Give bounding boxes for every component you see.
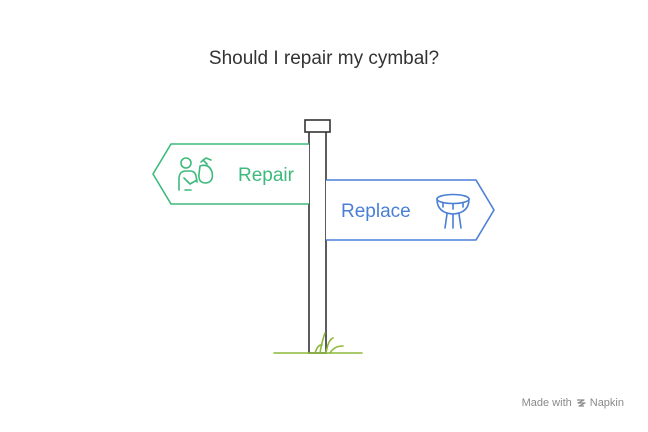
sign-repair: Repair <box>152 143 309 205</box>
sign-replace-label: Replace <box>341 201 411 222</box>
sign-repair-label: Repair <box>238 165 295 186</box>
watermark-brand: Napkin <box>589 397 624 409</box>
cymbal-on-stand-icon <box>436 193 470 229</box>
page-title: Should I repair my cymbal? <box>208 48 440 69</box>
made-with-watermark: Made with Napkin <box>522 397 624 409</box>
watermark-prefix: Made with <box>521 397 572 409</box>
sign-replace: Replace <box>326 179 495 241</box>
napkin-logo-icon <box>576 399 586 407</box>
person-with-bag-icon <box>178 157 214 191</box>
grass-ground <box>273 332 363 354</box>
post-cap <box>304 119 331 133</box>
